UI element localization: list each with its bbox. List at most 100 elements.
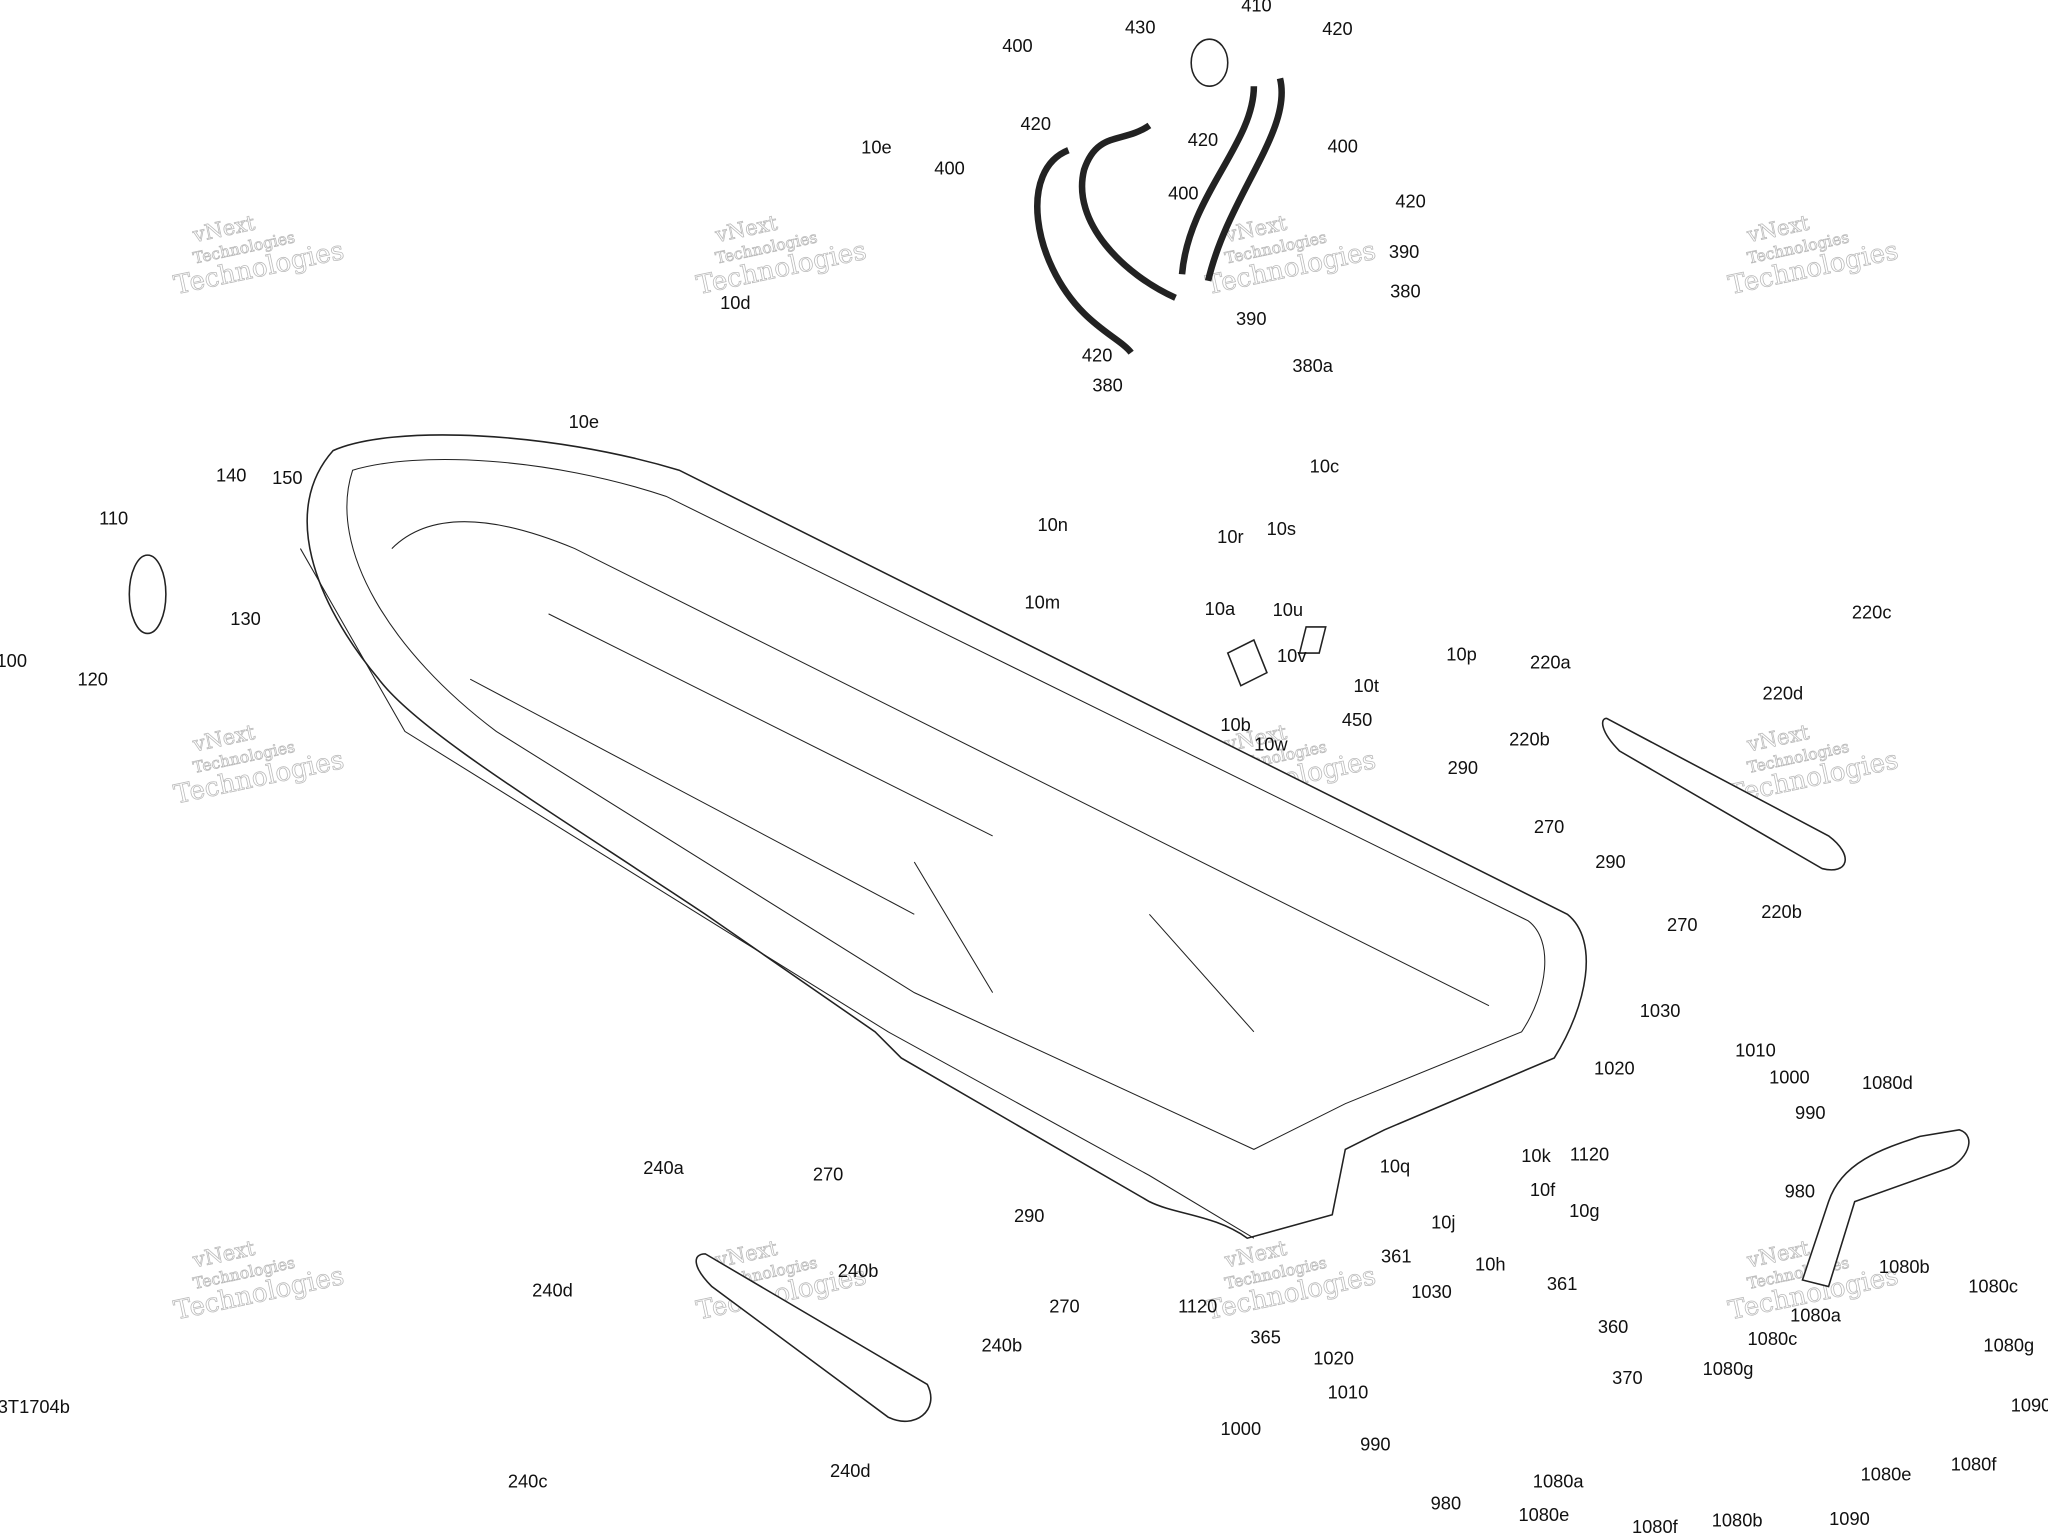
part-label: 220b: [1761, 901, 1802, 922]
part-label: 10e: [569, 411, 599, 432]
part-label: 390: [1389, 241, 1419, 262]
part-label: 140: [216, 465, 246, 486]
part-label: 1080b: [1879, 1256, 1930, 1277]
part-label: 10d: [720, 292, 750, 313]
part-label: 1020: [1313, 1348, 1354, 1369]
part-label: 290: [1595, 851, 1625, 872]
part-label: 240d: [830, 1460, 871, 1481]
part-label: 270: [1049, 1295, 1079, 1316]
part-label: 1020: [1594, 1058, 1635, 1079]
part-label: 1080a: [1790, 1304, 1842, 1325]
part-label: 10a: [1205, 598, 1236, 619]
part-label: 1080b: [1712, 1509, 1763, 1530]
grab-handle-1080d: [1801, 1128, 1970, 1288]
part-label: 1080g: [1703, 1358, 1754, 1379]
part-label: 1000: [1769, 1067, 1810, 1088]
part-label: 1080g: [1983, 1334, 2034, 1355]
part-label: 240b: [981, 1334, 1022, 1355]
part-label: 420: [1395, 190, 1425, 211]
part-label: 1080c: [1968, 1276, 2018, 1297]
part-label: 400: [934, 158, 964, 179]
part-label: 120: [77, 668, 107, 689]
part-label: 1030: [1640, 1000, 1681, 1021]
part-label: 400: [1327, 135, 1357, 156]
parts: [128, 38, 1970, 1423]
part-label: 1080a: [1533, 1470, 1585, 1491]
part-label: 240c: [508, 1470, 548, 1491]
hull: [299, 434, 1587, 1240]
step-220a: [1601, 717, 1846, 871]
part-label: 1010: [1735, 1039, 1776, 1060]
part-label: 270: [1667, 914, 1697, 935]
part-label: 990: [1360, 1434, 1390, 1455]
part-label: 365: [1250, 1327, 1280, 1348]
part-label: 980: [1431, 1492, 1461, 1513]
part-label: 220a: [1530, 651, 1571, 672]
part-label: 420: [1188, 129, 1218, 150]
part-label: 10w: [1254, 734, 1288, 755]
part-label: 1080e: [1518, 1504, 1569, 1525]
step-240a: [695, 1253, 932, 1423]
part-label: 1080f: [1951, 1453, 1998, 1474]
part-label: 361: [1547, 1273, 1577, 1294]
cover-120: [128, 554, 167, 635]
part-label: 1080d: [1862, 1072, 1913, 1093]
part-label: 10b: [1220, 714, 1250, 735]
cap-430: [1190, 38, 1229, 87]
part-label: 10c: [1310, 455, 1339, 476]
part-label: 10r: [1217, 526, 1243, 547]
part-label: 370: [1612, 1367, 1642, 1388]
part-label: 420: [1082, 344, 1112, 365]
part-label: 1080c: [1748, 1328, 1798, 1349]
part-label: 10t: [1354, 675, 1379, 696]
part-label: 1000: [1220, 1418, 1261, 1439]
part-label: 1080f: [1632, 1516, 1679, 1536]
part-label: 380: [1092, 374, 1122, 395]
diagram-id: 33T1704b: [0, 1396, 70, 1417]
part-label: 430: [1125, 17, 1155, 38]
part-label: 10f: [1530, 1179, 1556, 1200]
part-label: 240a: [643, 1157, 684, 1178]
part-label: 361: [1381, 1246, 1411, 1267]
part-label: 390: [1236, 308, 1266, 329]
part-label: 240d: [532, 1280, 573, 1301]
part-label: 410: [1241, 0, 1271, 15]
part-label: 10h: [1475, 1253, 1505, 1274]
part-label: 130: [230, 608, 260, 629]
part-label: 400: [1002, 35, 1032, 56]
part-label: 220c: [1852, 602, 1892, 623]
part-label: 420: [1322, 18, 1352, 39]
part-label: 1120: [1178, 1295, 1217, 1316]
part-label: 360: [1598, 1316, 1628, 1337]
part-label: 10k: [1521, 1145, 1551, 1166]
part-label: 1090: [2011, 1395, 2048, 1416]
part-label: 110: [99, 508, 128, 529]
part-label: 10q: [1380, 1156, 1410, 1177]
part-label: 450: [1342, 709, 1372, 730]
part-label: 270: [813, 1163, 843, 1184]
part-label: 290: [1014, 1205, 1044, 1226]
part-label: 150: [272, 467, 302, 488]
part-label: 10s: [1267, 518, 1296, 539]
part-label: 10m: [1025, 591, 1061, 612]
part-label: 220d: [1763, 683, 1804, 704]
part-label: 1030: [1411, 1281, 1452, 1302]
part-label: 380a: [1292, 355, 1333, 376]
part-label: 420: [1021, 113, 1051, 134]
part-label: 270: [1534, 816, 1564, 837]
part-label: 290: [1448, 757, 1478, 778]
part-label: 10j: [1431, 1212, 1455, 1233]
part-label: 10n: [1037, 514, 1067, 535]
part-label: 1120: [1570, 1144, 1609, 1165]
part-label: 10g: [1569, 1200, 1599, 1221]
part-label: 220b: [1509, 728, 1550, 749]
part-label: 240b: [838, 1260, 879, 1281]
